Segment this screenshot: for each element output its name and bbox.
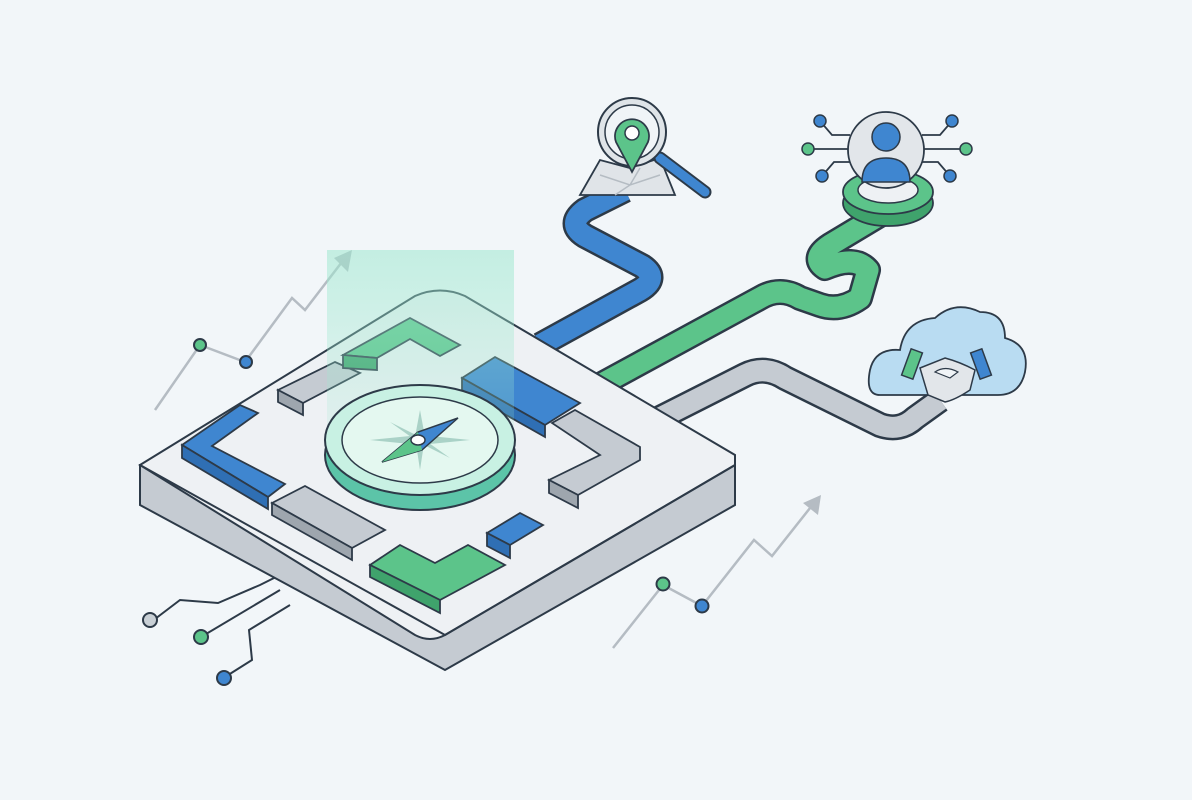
- compass-icon: [324, 384, 516, 511]
- path-green: [593, 203, 887, 397]
- path-gray: [654, 357, 948, 441]
- circuit-node-blue: [216, 670, 232, 686]
- circuit-node-gray: [142, 612, 158, 628]
- circuit-node-green: [193, 629, 209, 645]
- path-blue: [533, 178, 664, 357]
- trend-arrow-right-icon: [612, 495, 821, 649]
- map-search-icon: [578, 97, 712, 199]
- cloud-handshake-icon: [867, 306, 1027, 403]
- circuit-lines: [154, 574, 291, 678]
- user-network-icon: [801, 111, 973, 227]
